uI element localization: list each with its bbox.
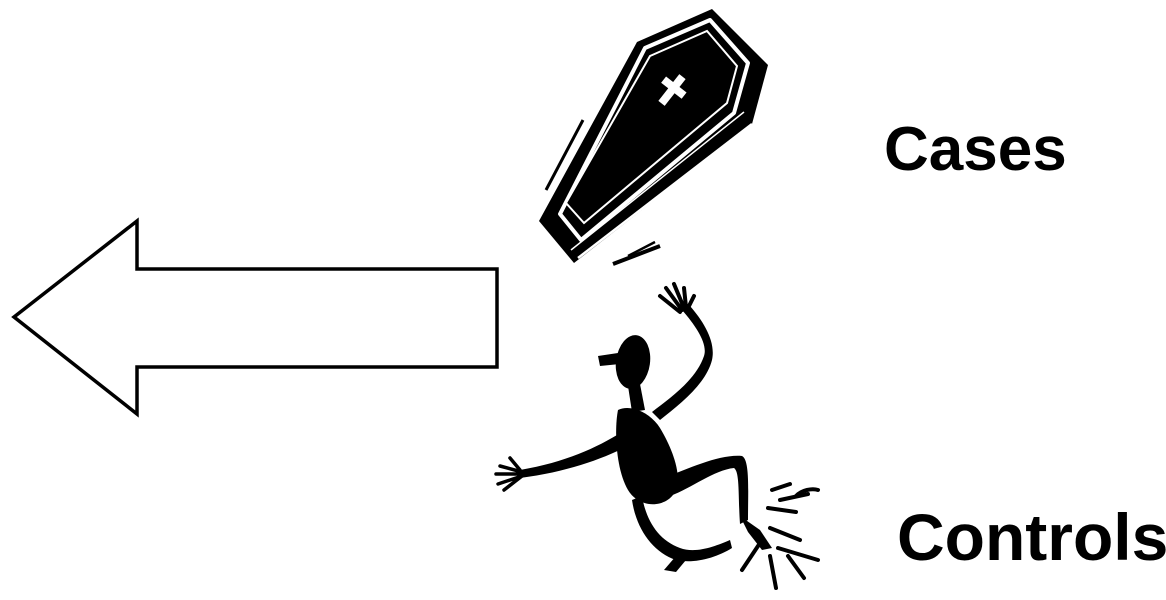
coffin-icon: [539, 9, 768, 264]
left-arrow-icon: [14, 221, 497, 414]
cases-label: Cases: [884, 119, 1067, 181]
controls-label: Controls: [897, 504, 1166, 570]
falling-person-icon: [496, 284, 818, 588]
